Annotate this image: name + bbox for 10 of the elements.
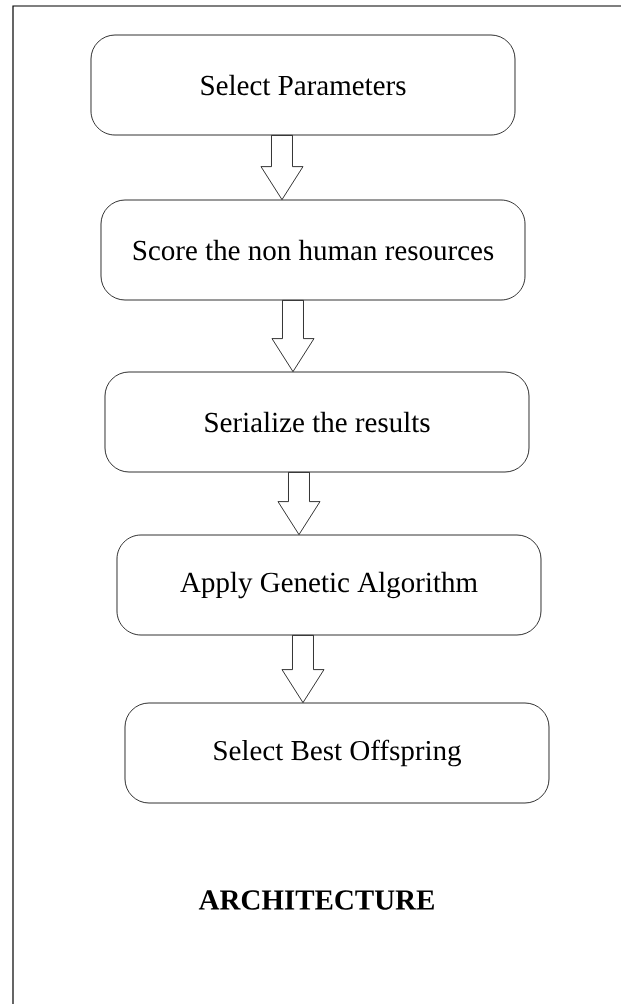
caption: ARCHITECTURE	[198, 890, 434, 910]
process-box: Serialize the results	[104, 371, 530, 473]
process-box: Apply Genetic Algorithm	[116, 534, 542, 636]
block-arrow	[260, 135, 304, 200]
process-box: Score the non human resources	[100, 199, 526, 301]
process-box: Select Best Offspring	[124, 702, 550, 804]
block-arrow	[281, 635, 325, 703]
process-box: Select Parameters	[90, 34, 516, 136]
block-arrow	[277, 472, 321, 535]
block-arrow	[271, 300, 315, 372]
